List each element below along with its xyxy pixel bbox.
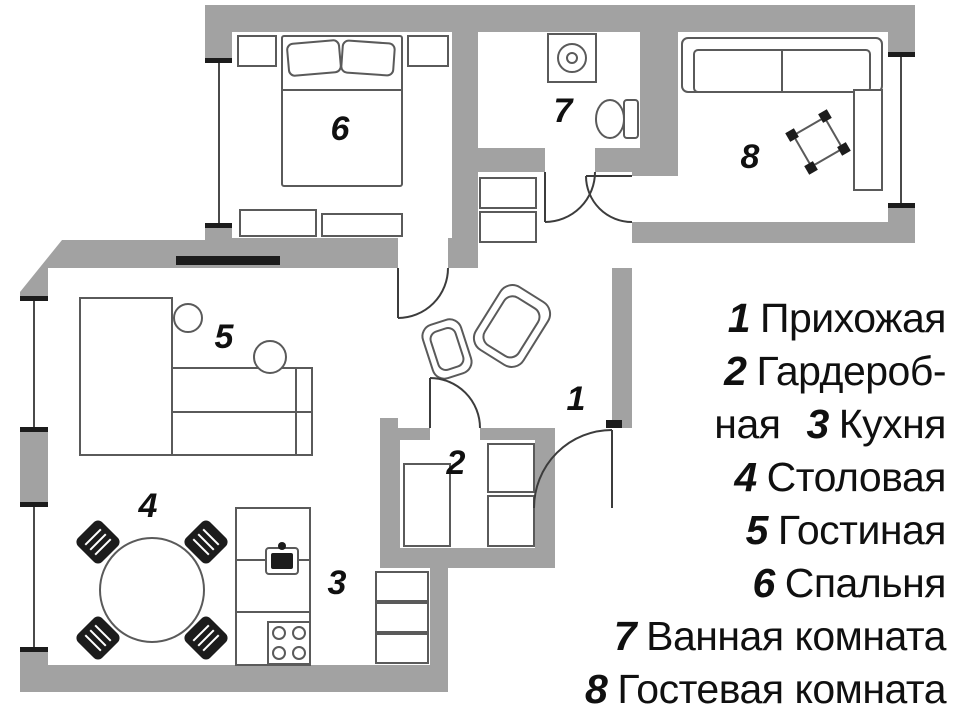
bed <box>281 35 403 187</box>
legend-label: Прихожая <box>760 295 947 341</box>
doors <box>397 171 633 509</box>
window-living <box>20 296 48 432</box>
legend-label: Ванная комната <box>646 613 946 659</box>
vestibule-floor <box>555 428 612 508</box>
wardrobe-shelves <box>487 443 535 493</box>
room-label-2: 2 <box>446 444 466 482</box>
livingroom-furniture <box>79 297 313 456</box>
entrance-door-arc <box>533 420 622 509</box>
dining-chair <box>184 520 228 564</box>
window-guestroom <box>888 52 915 208</box>
legend-pre: ная <box>714 401 781 447</box>
legend-number: 4 <box>734 454 757 500</box>
washing-machine <box>547 33 597 83</box>
wardrobe-furniture <box>403 443 535 547</box>
legend-number: 7 <box>613 613 637 659</box>
legend-number: 6 <box>752 560 775 606</box>
room-label-1: 1 <box>567 380 586 418</box>
kitchen-cabinets <box>375 571 429 664</box>
hallway-furniture <box>421 284 552 380</box>
wardrobe-door-arc <box>429 377 481 429</box>
sink <box>265 542 299 575</box>
legend-number: 8 <box>585 666 608 712</box>
nightstand <box>407 35 449 67</box>
side-table <box>173 303 203 333</box>
legend-number: 5 <box>745 507 769 553</box>
wardrobe-door-opening <box>430 428 480 440</box>
legend-label: Гардероб- <box>756 348 946 394</box>
tv <box>176 256 280 265</box>
windows <box>20 52 915 652</box>
legend-label: Столовая <box>766 454 947 500</box>
side-table <box>253 340 287 374</box>
desk-chair <box>785 109 851 175</box>
bedroom-door-arc <box>397 267 449 319</box>
guestroom-furniture <box>681 37 883 191</box>
bench <box>321 213 403 237</box>
bathroom-door-arc <box>544 171 596 223</box>
legend-label: Кухня <box>838 401 947 447</box>
bedroom-furniture <box>176 35 449 265</box>
legend-number: 1 <box>727 295 751 341</box>
closet-shelves <box>479 177 537 243</box>
legend-label: Гостиная <box>777 507 947 553</box>
wardrobe-cabinet <box>403 463 451 547</box>
bedroom-door-opening <box>398 238 448 270</box>
armchair-large <box>472 284 552 368</box>
room-label-7: 7 <box>554 92 575 130</box>
room-number-labels: 1 2 3 4 5 6 7 8 <box>138 92 760 602</box>
room-label-4: 4 <box>138 487 158 525</box>
armchair-small <box>421 318 473 380</box>
dining-table <box>99 537 205 643</box>
legend-label: Гостевая комната <box>617 666 946 712</box>
dresser <box>239 209 317 237</box>
kitchen-furniture <box>235 507 429 666</box>
dining-chair <box>184 616 228 660</box>
guestroom-door-opening <box>632 176 678 222</box>
pillow <box>340 39 396 77</box>
window-bedroom <box>205 58 232 228</box>
legend-number: 2 <box>724 348 747 394</box>
stove <box>267 621 311 665</box>
bathroom-door-opening <box>545 148 595 174</box>
room-label-8: 8 <box>741 138 760 176</box>
sectional-sofa <box>79 297 313 456</box>
entrance-jamb <box>606 420 622 428</box>
legend-number: 3 <box>806 401 829 447</box>
dining-chair <box>76 520 120 564</box>
room-label-5: 5 <box>215 318 235 356</box>
room-label-3: 3 <box>328 564 347 602</box>
room-label-6: 6 <box>331 110 351 148</box>
guestroom-door-arc <box>585 175 633 223</box>
nightstand <box>237 35 277 67</box>
dining-furniture <box>76 520 228 660</box>
pillow <box>286 39 342 77</box>
wardrobe-shelves <box>487 495 535 547</box>
bathroom-fixtures <box>547 33 639 139</box>
toilet <box>595 99 639 139</box>
sofa <box>681 37 883 93</box>
dining-chair <box>76 616 120 660</box>
legend-label: Спальня <box>784 560 947 606</box>
desk <box>853 89 883 191</box>
window-dining <box>20 502 48 652</box>
